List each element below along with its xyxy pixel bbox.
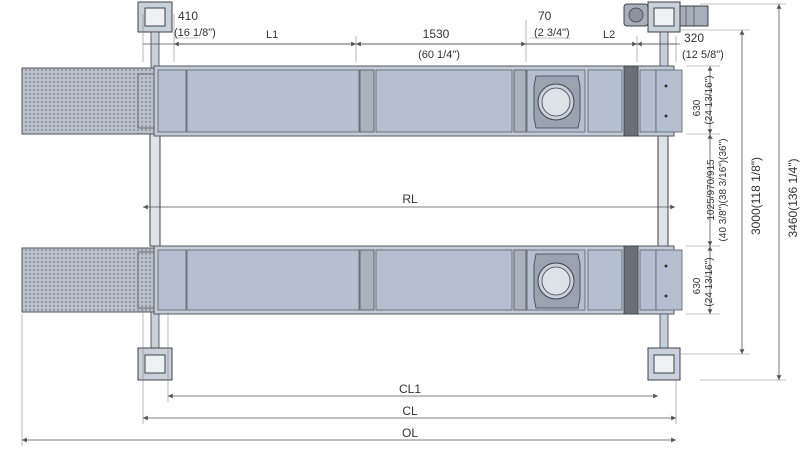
dim-3460-label: 3460(136 1/4") bbox=[786, 159, 800, 238]
power-unit-motor bbox=[623, 3, 709, 27]
dim-runway-spacing-label: 1025/970/915 bbox=[706, 159, 717, 221]
post-top-right bbox=[647, 1, 681, 69]
runway-bottom bbox=[21, 245, 683, 315]
approach-ramp-top bbox=[21, 67, 155, 135]
dim-ol-label: OL bbox=[402, 426, 418, 440]
post-top-left bbox=[137, 1, 173, 69]
dim-l2-label: L2 bbox=[603, 29, 615, 41]
dim-630-bottom-label: 630 bbox=[692, 277, 703, 294]
approach-ramp-bottom bbox=[21, 247, 155, 313]
slip-plate-bottom bbox=[186, 249, 360, 311]
dim-70-inch-label: (2 3/4") bbox=[534, 27, 570, 39]
dim-1530-inch-label: (60 1/4") bbox=[418, 49, 460, 61]
dim-rl-label: RL bbox=[402, 192, 418, 206]
dim-630-top-inch-label: (24 13/16") bbox=[704, 75, 715, 124]
dim-630-top-label: 630 bbox=[692, 99, 703, 116]
dim-cl1-label: CL1 bbox=[399, 382, 421, 396]
dim-410-inch-label: (16 1/8") bbox=[174, 27, 216, 39]
rear-slip-plate-top bbox=[655, 69, 683, 133]
top-dimensions bbox=[142, 14, 680, 62]
dim-runway-spacing-inch-label: (40 3/8")(38 3/16")(36") bbox=[718, 139, 729, 242]
dim-70-label: 70 bbox=[538, 9, 552, 23]
slip-plate-top bbox=[186, 69, 360, 133]
dim-320-label: 320 bbox=[684, 31, 704, 45]
right-dimensions bbox=[680, 3, 786, 381]
cross-beam-left bbox=[149, 133, 161, 247]
dim-410-label: 410 bbox=[178, 9, 198, 23]
cross-beam-right bbox=[657, 133, 669, 247]
dim-630-bottom-inch-label: (24 13/16") bbox=[704, 257, 715, 306]
dim-l1-label: L1 bbox=[266, 29, 278, 41]
dim-cl-label: CL bbox=[402, 404, 418, 418]
horizontal-dimensions bbox=[21, 204, 677, 446]
dim-320-inch-label: (12 5/8") bbox=[682, 49, 724, 61]
runway-top bbox=[21, 65, 683, 137]
post-bottom-left bbox=[137, 311, 173, 381]
post-bottom-right bbox=[647, 311, 681, 381]
dim-1530-label: 1530 bbox=[423, 27, 450, 41]
dim-3000-label: 3000(118 1/8") bbox=[749, 157, 763, 235]
rear-slip-plate-bottom bbox=[655, 249, 683, 311]
